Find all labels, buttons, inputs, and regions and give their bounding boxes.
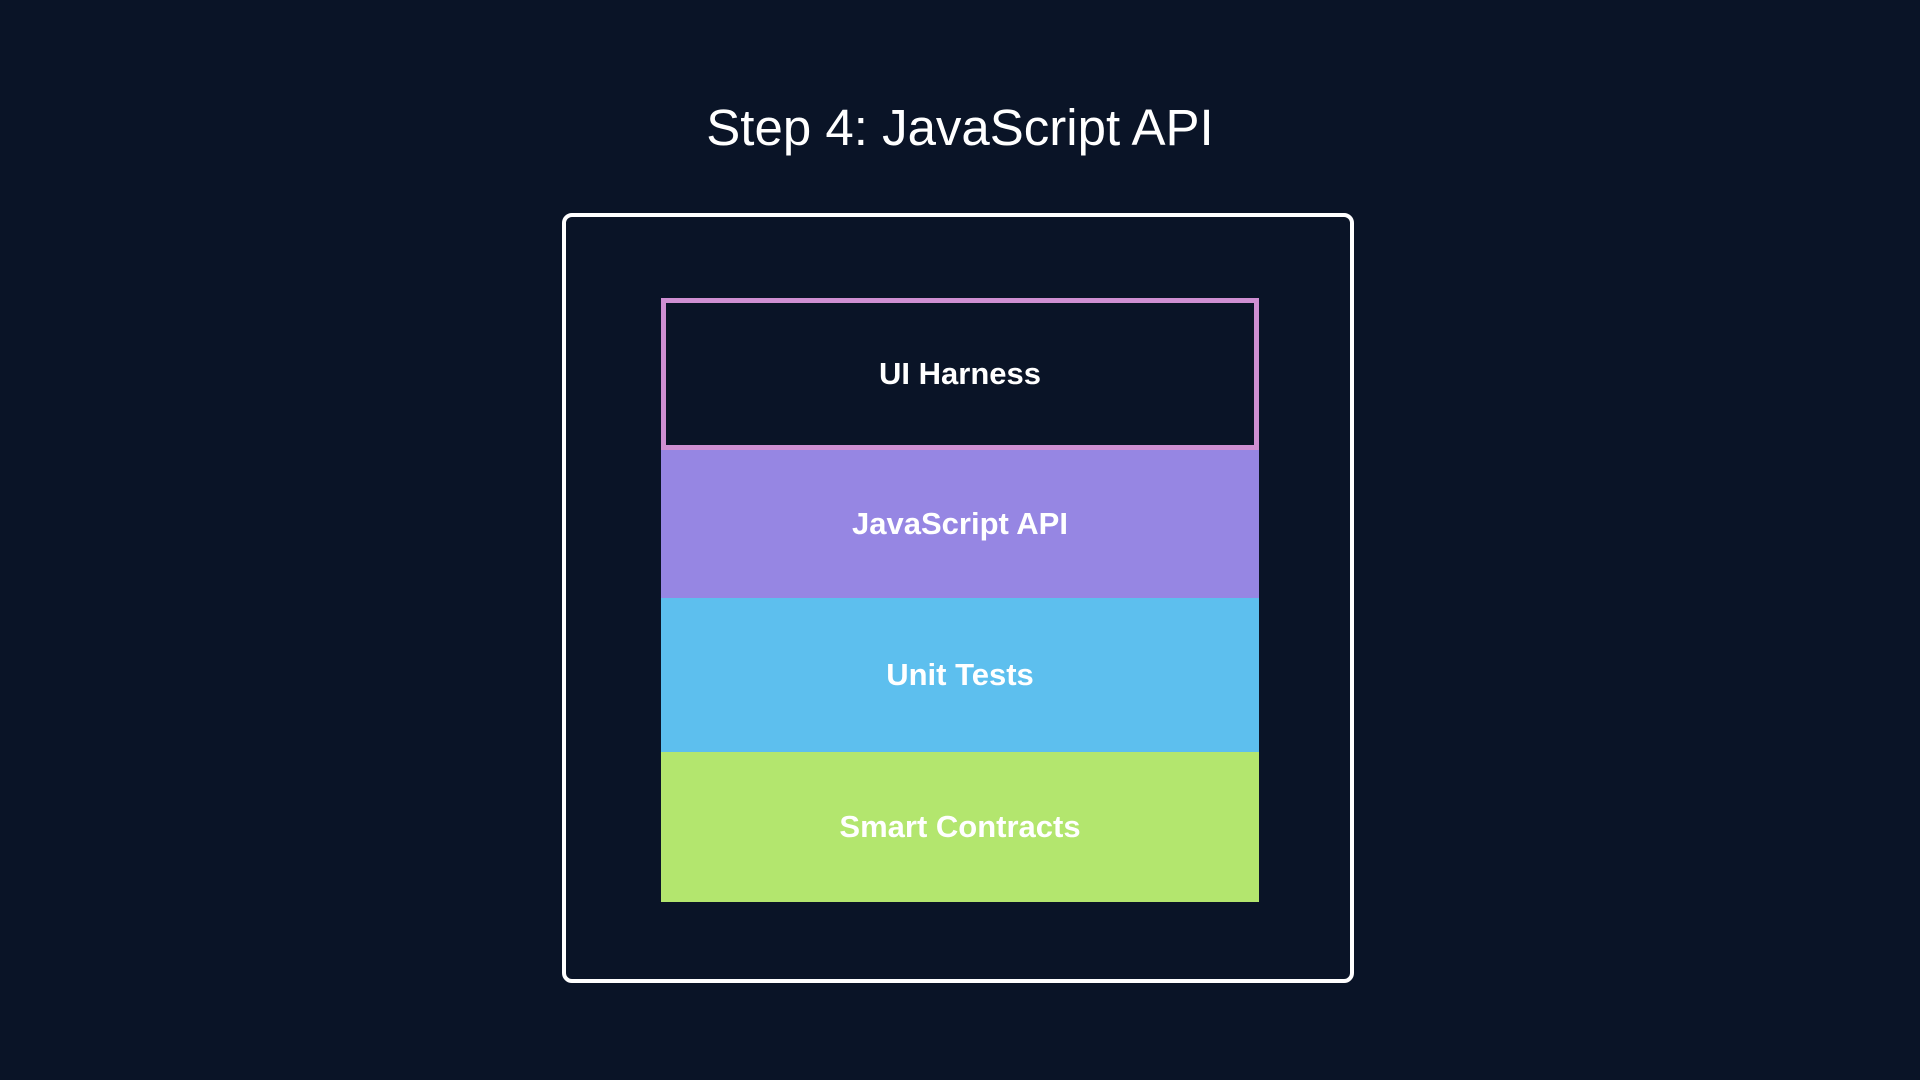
layer-ui-harness: UI Harness: [661, 298, 1259, 450]
outer-frame: [562, 213, 1354, 983]
layer-smart-contracts: Smart Contracts: [661, 752, 1259, 902]
slide-title: Step 4: JavaScript API: [706, 99, 1214, 156]
layer-javascript-api: JavaScript API: [661, 450, 1259, 598]
layer-unit-tests: Unit Tests: [661, 598, 1259, 752]
